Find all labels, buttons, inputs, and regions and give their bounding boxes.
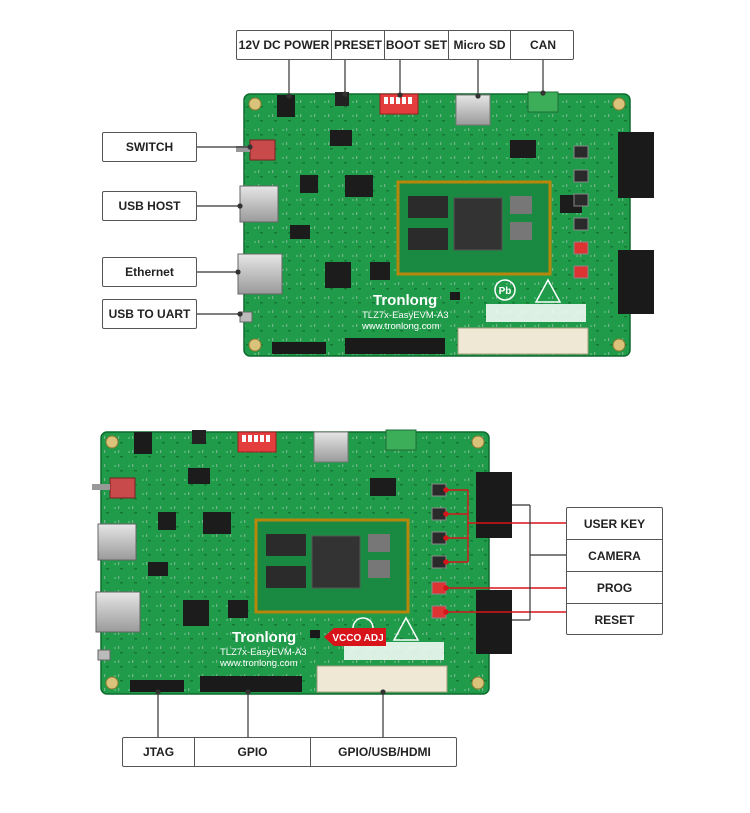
micro-sd-slot [455, 94, 491, 126]
power-switch [249, 139, 276, 161]
dc-jack [277, 95, 295, 117]
usb-uart-port [239, 311, 253, 323]
label-gpio-usb-hdmi: GPIO/USB/HDMI [338, 745, 431, 759]
label-can: CAN [530, 38, 556, 52]
label-usb-to-uart: USB TO UART [102, 299, 197, 329]
label-12v-dc-power: 12V DC POWER [237, 31, 332, 59]
right-header-bottom [618, 250, 654, 314]
board2-model: TLZ7x-EasyEVM-A3 [220, 647, 307, 658]
top-label-bar: 12V DC POWER PRESET BOOT SET Micro SD CA… [236, 30, 574, 60]
label-micro-sd: Micro SD [449, 31, 511, 59]
vcco-adj-callout: VCCO ADJ [324, 628, 386, 646]
zynq-chip [453, 197, 503, 251]
label-switch: SWITCH [102, 132, 197, 162]
ethernet-port [237, 253, 283, 295]
board2-brand: Tronlong [232, 629, 296, 646]
bottom-label-bar: JTAG GPIO GPIO/USB/HDMI [122, 737, 457, 767]
board1-model: TLZ7x-EasyEVM-A3 [362, 310, 449, 321]
label-user-key: USER KEY [567, 508, 662, 540]
camera-header-bottom [476, 590, 512, 654]
usb-host-port [239, 185, 279, 223]
board-top: Pb Tronlong TLZ7x-EasyEVM-A3 www.tronlon… [236, 91, 654, 357]
board1-url: www.tronlong.com [361, 321, 440, 332]
right-label-stack: USER KEY CAMERA PROG RESET [566, 507, 663, 635]
label-jtag: JTAG [123, 738, 195, 766]
board2-url: www.tronlong.com [219, 658, 298, 669]
board2-red-leaders [443, 487, 566, 615]
board2-bottom-leaders [155, 689, 386, 737]
svg-text:Pb: Pb [499, 286, 512, 297]
label-ethernet: Ethernet [102, 257, 197, 287]
board1-brand: Tronlong [373, 292, 437, 309]
label-gpio: GPIO [195, 738, 311, 766]
label-usb-host: USB HOST [102, 191, 197, 221]
jtag-header [272, 342, 326, 354]
board2-camera-leaders [512, 504, 566, 621]
gpio-header [345, 338, 445, 354]
label-prog: PROG [567, 572, 662, 604]
label-boot-set: BOOT SET [385, 31, 449, 59]
label-reset: RESET [594, 613, 635, 627]
right-header-top [618, 132, 654, 198]
camera-header-top [476, 472, 512, 538]
expansion-connector [457, 327, 589, 355]
label-camera: CAMERA [567, 540, 662, 572]
board-bottom: Tronlong TLZ7x-EasyEVM-A3 www.tronlong.c… [92, 429, 512, 695]
label-preset: PRESET [332, 31, 385, 59]
vcco-adj-label: VCCO ADJ [332, 633, 383, 644]
board1-leaders [197, 60, 546, 317]
